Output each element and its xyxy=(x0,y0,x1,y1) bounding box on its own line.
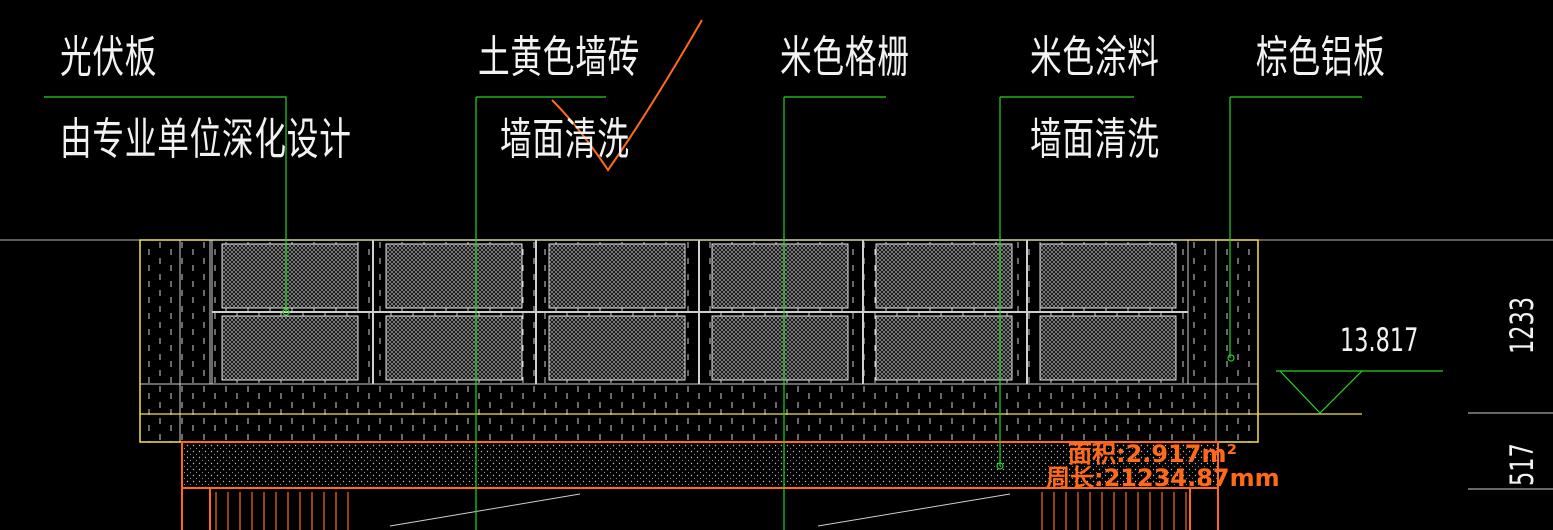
beige-grille-panels xyxy=(211,239,1189,385)
label-pv-note: 由专业单位深化设计 xyxy=(60,114,352,165)
grille-panel xyxy=(1039,243,1177,309)
grille-panel xyxy=(1039,315,1177,381)
dimension-upper: 1233 xyxy=(1503,296,1541,354)
perimeter-readout: 周长:21234.87mm xyxy=(1046,464,1280,492)
lower-frame xyxy=(209,487,1191,530)
label-pv-panel: 光伏板 xyxy=(60,32,158,83)
lower-band xyxy=(181,441,1219,489)
lower-bars xyxy=(215,492,1187,530)
grille-panel xyxy=(385,243,523,309)
area-readout: 面积:2.917m² xyxy=(1068,440,1238,468)
label-brown-aluminum: 棕色铝板 xyxy=(1256,32,1386,83)
label-yellow-brick: 土黄色墙砖 xyxy=(478,32,640,83)
label-beige-grille: 米色格栅 xyxy=(780,32,910,83)
label-paint-note: 墙面清洗 xyxy=(1030,114,1160,165)
grille-panel xyxy=(875,315,1013,381)
grille-panel xyxy=(711,315,849,381)
dimension-lower: 517 xyxy=(1503,443,1541,486)
grille-panel xyxy=(221,243,359,309)
grille-panel xyxy=(221,315,359,381)
label-brick-note: 墙面清洗 xyxy=(500,114,630,165)
grille-panel xyxy=(548,315,686,381)
grille-panel xyxy=(548,243,686,309)
elevation-value: 13.817 xyxy=(1340,321,1419,359)
label-beige-paint: 米色涂料 xyxy=(1030,32,1160,83)
leader-lines xyxy=(44,96,1362,530)
elevation-marker xyxy=(1276,370,1443,414)
grille-panel xyxy=(385,315,523,381)
check-mark-icon xyxy=(551,19,703,172)
grille-panel xyxy=(875,243,1013,309)
grille-panel xyxy=(711,243,849,309)
